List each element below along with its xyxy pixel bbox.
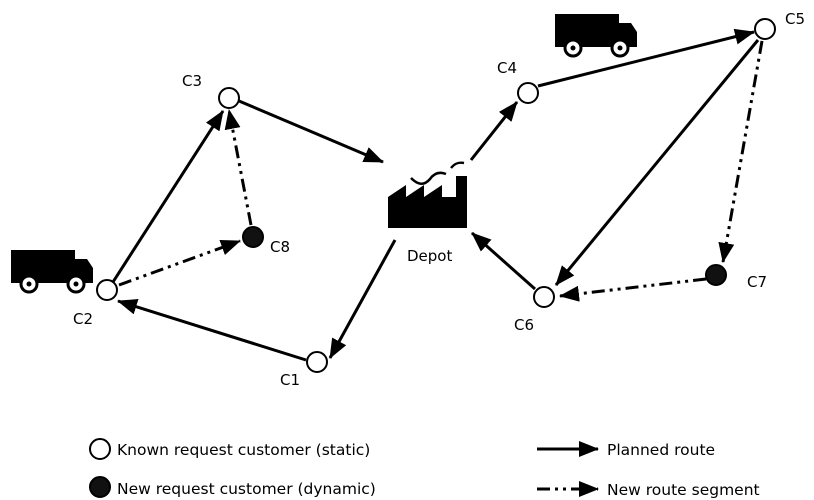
legend: Known request customer (static) New requ… [89,438,760,499]
customer-c8: C8 [242,226,290,256]
customer-label: C2 [73,310,93,328]
edge-c1-c2 [117,299,307,362]
depot-label: Depot [407,247,452,265]
customer-c4: C4 [497,59,539,104]
edge-c3-depot [238,99,384,164]
known-customer-node [96,279,118,301]
new-route-segments [118,40,764,302]
customer-label: C1 [280,371,300,389]
customer-label: C3 [182,72,202,90]
edge-c4-c5 [537,28,755,88]
known-customer-node [218,87,240,109]
van-icon [11,250,93,294]
legend-planned-label: Planned route [607,441,715,459]
factory-icon [388,161,467,228]
new-customer-swatch [89,476,111,498]
customer-c3: C3 [182,72,240,109]
customer-label: C6 [514,316,534,334]
segment-c2-c8 [118,239,241,287]
edge-c2-c3 [111,110,225,283]
known-customer-node [517,82,539,104]
new-customer-node [242,226,264,248]
customer-c2: C2 [73,279,118,328]
known-customer-node [306,351,328,373]
customer-label: C4 [497,59,517,77]
legend-item-planned: Planned route [537,441,715,459]
customer-c7: C7 [705,264,767,291]
legend-segment-label: New route segment [607,481,760,499]
customer-c6: C6 [514,286,555,334]
segment-c7-c6 [559,277,707,302]
edge-c5-c6 [554,39,760,286]
segment-c8-c3 [224,109,253,226]
new-customer-node [705,264,727,286]
legend-item-segment: New route segment [537,481,760,499]
edge-c6-depot [471,231,536,291]
planned-route [111,28,760,362]
known-customer-node [754,18,776,40]
legend-item-new: New request customer (dynamic) [89,476,376,498]
edge-depot-c4 [469,101,519,161]
customer-label: C5 [785,10,805,28]
edge-depot-c1 [328,239,397,359]
customer-c1: C1 [280,351,328,389]
customer-label: C8 [270,238,290,256]
van-icon [555,14,637,58]
legend-new-label: New request customer (dynamic) [117,480,376,498]
segment-c5-c7 [718,40,764,263]
legend-known-label: Known request customer (static) [117,441,370,459]
customer-label: C7 [747,273,767,291]
depot: Depot [388,161,467,265]
legend-item-known: Known request customer (static) [89,438,370,460]
known-customer-swatch [89,438,111,460]
known-customer-node [533,286,555,308]
customer-c5: C5 [754,10,805,40]
